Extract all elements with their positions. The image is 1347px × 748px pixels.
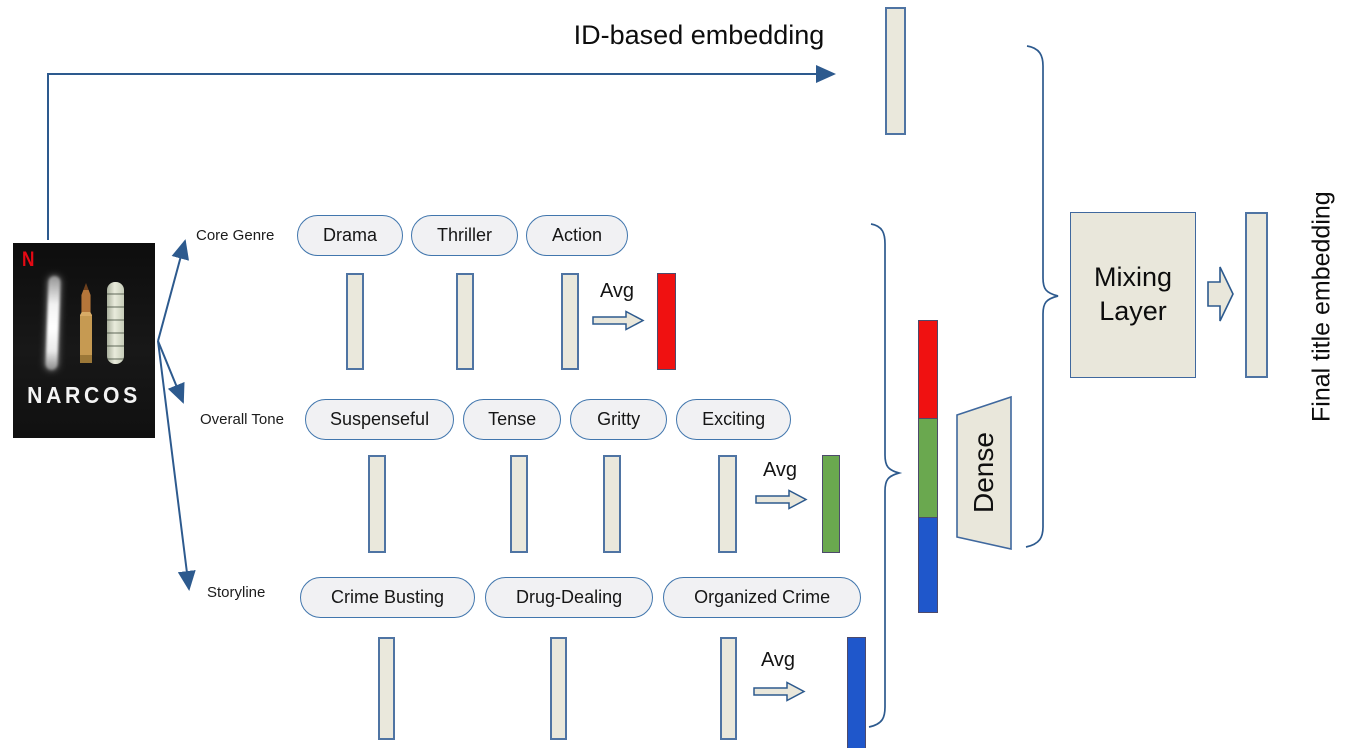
tag-embedding-bar [561,273,579,370]
concat-segment-core-genre [918,320,938,418]
rolled-bill-graphic [107,282,124,364]
tag-pill: Exciting [676,399,792,440]
storyline-avg-vector [847,637,866,748]
netflix-n-logo: N [22,248,35,271]
tag-pill: Drug-Dealing [485,577,654,618]
id-embedding-label: ID-based embedding [573,20,825,50]
rows-grouping-brace [868,223,903,728]
tag-pill: Action [526,215,629,256]
bullet-graphic [80,283,92,363]
concat-segment-storyline [918,517,938,613]
tag-pill: Thriller [411,215,519,256]
poster-title: NARCOS [27,382,141,408]
row-label-core-genre: Core Genre [196,227,275,244]
row-label-overall-tone: Overall Tone [200,411,284,428]
concat-segment-overall-tone [918,418,938,517]
poster-to-storyline-arrow [157,340,196,591]
cocaine-line-graphic [45,275,61,371]
tag-embedding-bar [378,637,395,740]
concatenated-vector [918,320,938,613]
poster-to-overall-tone-arrow [157,340,185,404]
tag-embedding-bar [550,637,567,740]
tag-pill: Crime Busting [300,577,476,618]
tag-pill: Drama [297,215,404,256]
avg-arrow-icon [753,681,806,702]
avg-arrow-icon [592,310,645,331]
tag-embedding-bar [456,273,474,370]
tag-embedding-bar [368,455,386,553]
final-embedding-vector [1245,212,1268,378]
dense-layer-label: Dense [968,432,999,514]
avg-label: Avg [762,459,798,481]
tag-embedding-bar [510,455,528,553]
row-label-storyline: Storyline [207,584,266,601]
avg-arrow-icon [755,489,808,510]
tag-embedding-bar [603,455,621,553]
id-embedding-vector [885,7,906,135]
tag-pill: Organized Crime [663,577,862,618]
core-genre-avg-vector [657,273,676,370]
storyline-tags: Crime Busting Drug-Dealing Organized Cri… [300,577,862,618]
final-embedding-label: Final title embedding [1307,191,1336,423]
overall-tone-tags: Suspenseful Tense Gritty Exciting [305,399,792,440]
tag-pill: Tense [463,399,562,440]
tag-embedding-bar [346,273,364,370]
tag-embedding-bar [720,637,737,740]
avg-label: Avg [599,280,635,302]
avg-label: Avg [760,649,796,671]
tag-pill: Gritty [570,399,668,440]
overall-tone-avg-vector [822,455,840,553]
output-arrow-icon [1207,266,1234,322]
mixing-layer-box: Mixing Layer [1070,212,1196,378]
mixing-grouping-brace [1025,45,1059,548]
core-genre-tags: Drama Thriller Action [297,215,629,256]
tag-embedding-bar [718,455,737,553]
poster-to-core-genre-arrow [157,239,189,342]
tag-pill: Suspenseful [305,399,455,440]
narcos-poster: N NARCOS [13,243,155,438]
